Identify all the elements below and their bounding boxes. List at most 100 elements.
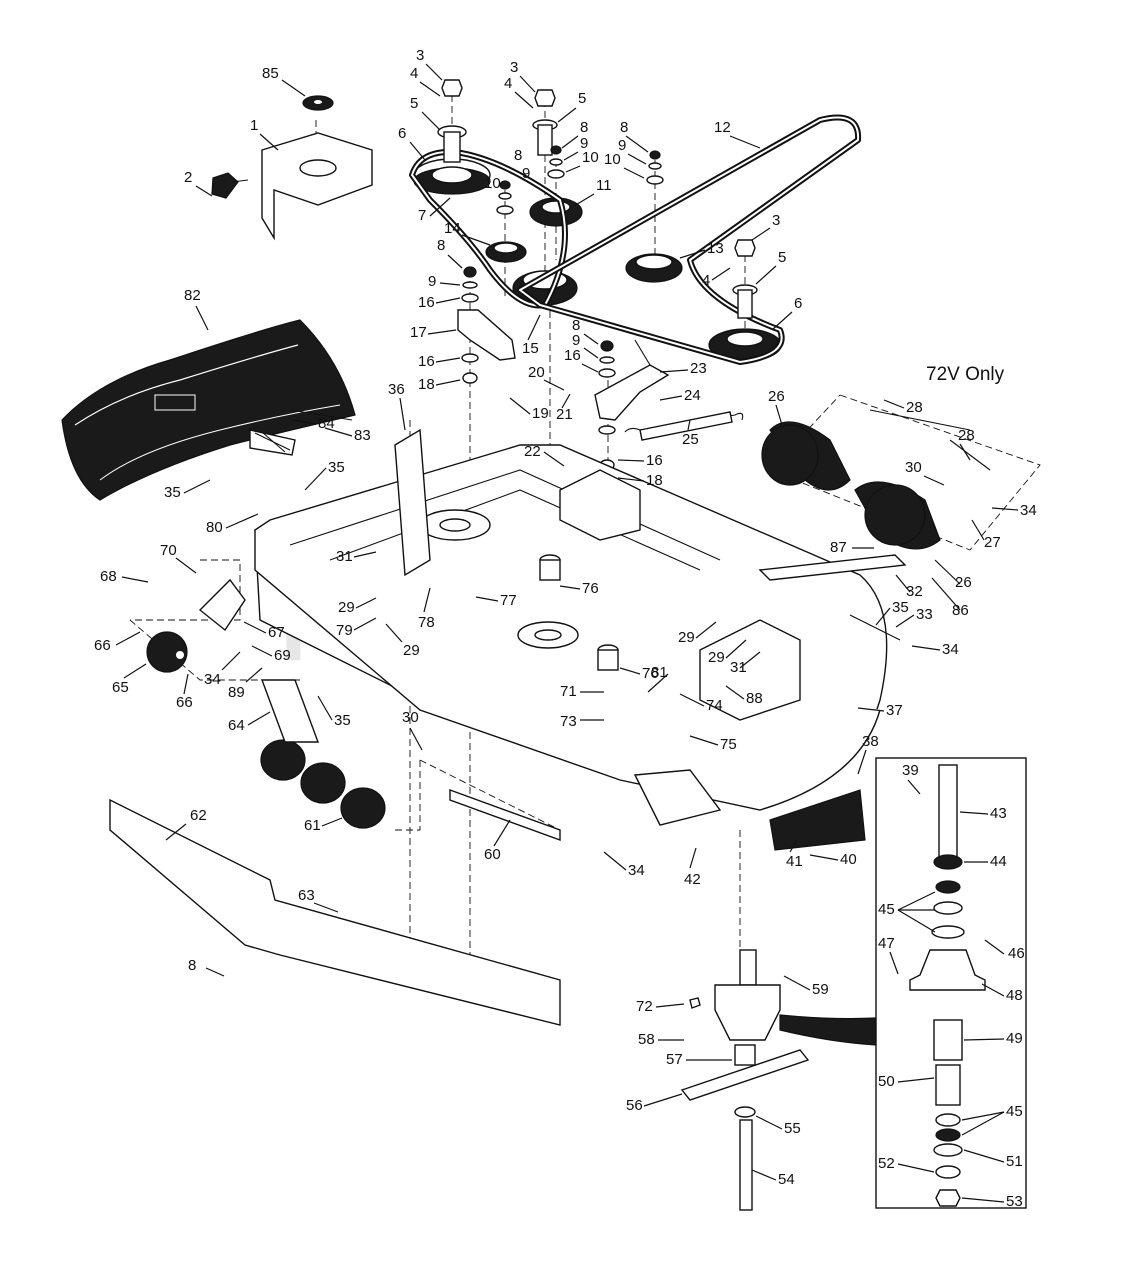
callout-50: 50 (878, 1073, 895, 1090)
idler-arms (457, 266, 670, 471)
front-skirt-62 (109, 798, 561, 1026)
callout-36: 36 (388, 381, 405, 398)
callout-13: 13 (707, 240, 724, 257)
callout-30: 30 (905, 459, 922, 476)
callout-8: 8 (188, 957, 196, 974)
callout-11: 11 (596, 177, 612, 194)
callout-29: 29 (403, 642, 420, 659)
callout-10: 10 (582, 149, 599, 166)
callout-88: 88 (746, 690, 763, 707)
callout-16: 16 (418, 353, 435, 370)
callout-35: 35 (164, 484, 181, 501)
callout-5: 5 (410, 95, 418, 112)
callout-18: 18 (418, 376, 435, 393)
callout-16: 16 (646, 452, 663, 469)
callout-10: 10 (484, 175, 501, 192)
callout-34: 34 (204, 671, 221, 688)
callout-9: 9 (618, 137, 626, 154)
callout-44: 44 (990, 853, 1007, 870)
discharge-bracket-1 (211, 95, 373, 241)
callout-51: 51 (1006, 1153, 1023, 1170)
callout-21: 21 (556, 406, 573, 423)
callout-45: 45 (878, 901, 895, 918)
tension-spring-25 (624, 411, 744, 441)
spindle-detail-box (875, 757, 1027, 1209)
callout-84: 84 (318, 415, 335, 432)
callout-70: 70 (160, 542, 177, 559)
callout-8: 8 (580, 119, 588, 136)
callout-28: 28 (958, 427, 975, 444)
callout-72: 72 (636, 998, 653, 1015)
callout-47: 47 (878, 935, 895, 952)
callout-1: 1 (250, 117, 258, 134)
callout-76: 76 (582, 580, 599, 597)
callout-83: 83 (354, 427, 371, 444)
callout-30: 30 (402, 709, 419, 726)
callout-9: 9 (572, 332, 580, 349)
callout-3: 3 (510, 59, 518, 76)
callout-35: 35 (334, 712, 351, 729)
callout-89: 89 (228, 684, 245, 701)
pulley-system (409, 79, 862, 365)
callout-40: 40 (840, 851, 857, 868)
callout-2: 2 (184, 169, 192, 186)
callout-6: 6 (398, 125, 406, 142)
callout-22: 22 (524, 443, 541, 460)
callout-9: 9 (522, 165, 530, 182)
callout-85: 85 (262, 65, 279, 82)
blade-spindle-assembly (680, 949, 877, 1211)
callout-49: 49 (1006, 1030, 1023, 1047)
callout-17: 17 (410, 324, 427, 341)
callout-65: 65 (112, 679, 129, 696)
callout-60: 60 (484, 846, 501, 863)
callout-29: 29 (708, 649, 725, 666)
callout-32: 32 (906, 583, 923, 600)
callout-67: 67 (268, 624, 285, 641)
callout-18: 18 (646, 472, 663, 489)
callout-54: 54 (778, 1171, 795, 1188)
callout-5: 5 (778, 249, 786, 266)
callout-23: 23 (690, 360, 707, 377)
callout-66: 66 (176, 694, 193, 711)
callout-35: 35 (328, 459, 345, 476)
callout-16: 16 (564, 347, 581, 364)
callout-6: 6 (794, 295, 802, 312)
callout-7: 7 (418, 207, 426, 224)
callout-82: 82 (184, 287, 201, 304)
callout-10: 10 (604, 151, 621, 168)
callout-77: 77 (500, 592, 517, 609)
callout-8: 8 (514, 147, 522, 164)
callout-29: 29 (338, 599, 355, 616)
callout-15: 15 (522, 340, 539, 357)
callout-3: 3 (416, 47, 424, 64)
callout-34: 34 (1020, 502, 1037, 519)
callout-34: 34 (628, 862, 645, 879)
gauge-rollers (758, 409, 991, 641)
callout-27: 27 (984, 534, 1001, 551)
callout-63: 63 (298, 887, 315, 904)
callout-68: 68 (100, 568, 117, 585)
callout-76: 76 (642, 665, 659, 682)
callout-66: 66 (94, 637, 111, 654)
callout-64: 64 (228, 717, 245, 734)
callout-25: 25 (682, 431, 699, 448)
callout-34: 34 (942, 641, 959, 658)
callout-81: 81 (651, 664, 668, 681)
callout-3: 3 (772, 212, 780, 229)
callout-73: 73 (560, 713, 577, 730)
callout-56: 56 (626, 1097, 643, 1114)
callout-59: 59 (812, 981, 829, 998)
callout-29: 29 (678, 629, 695, 646)
callout-31: 31 (336, 548, 353, 565)
callout-33: 33 (916, 606, 933, 623)
callout-5: 5 (578, 90, 586, 107)
callout-12: 12 (714, 119, 731, 136)
callout-16: 16 (418, 294, 435, 311)
callout-20: 20 (528, 364, 545, 381)
callout-31: 31 (730, 659, 747, 676)
callout-4: 4 (410, 65, 418, 82)
callout-52: 52 (878, 1155, 895, 1172)
callout-61: 61 (304, 817, 321, 834)
note-72v-only: 72V Only (926, 364, 1005, 385)
